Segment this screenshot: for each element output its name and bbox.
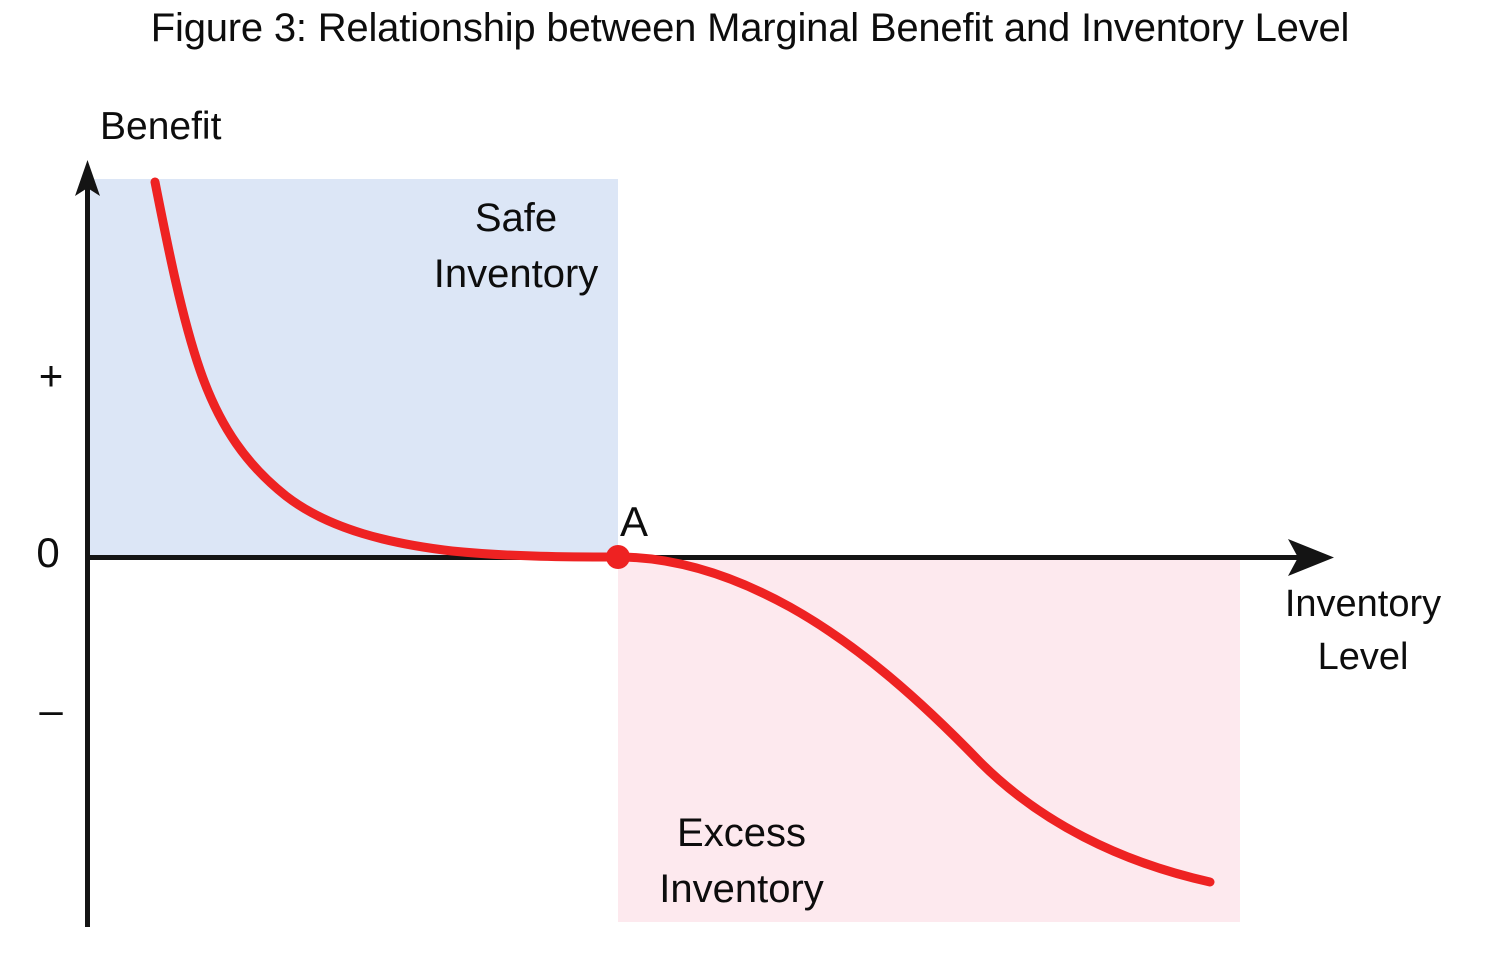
- marginal-benefit-curve: [150, 177, 1215, 887]
- figure-title: Figure 3: Relationship between Marginal …: [150, 6, 1350, 50]
- y-tick-minus: –: [39, 686, 63, 733]
- point-a-marker: [606, 545, 630, 569]
- y-tick-zero: 0: [36, 529, 60, 576]
- y-tick-plus: +: [38, 352, 64, 399]
- x-axis-arrowhead: [1288, 539, 1334, 576]
- y-axis-title: Benefit: [100, 105, 222, 148]
- point-a-label: A: [620, 498, 649, 545]
- safe-inventory-label: Safe Inventory: [433, 196, 599, 296]
- y-axis-arrowhead: [75, 160, 100, 196]
- x-axis-title: Inventory Level: [1284, 583, 1442, 678]
- excess-inventory-label: Excess Inventory: [659, 811, 824, 911]
- safe-inventory-region: [88, 179, 618, 557]
